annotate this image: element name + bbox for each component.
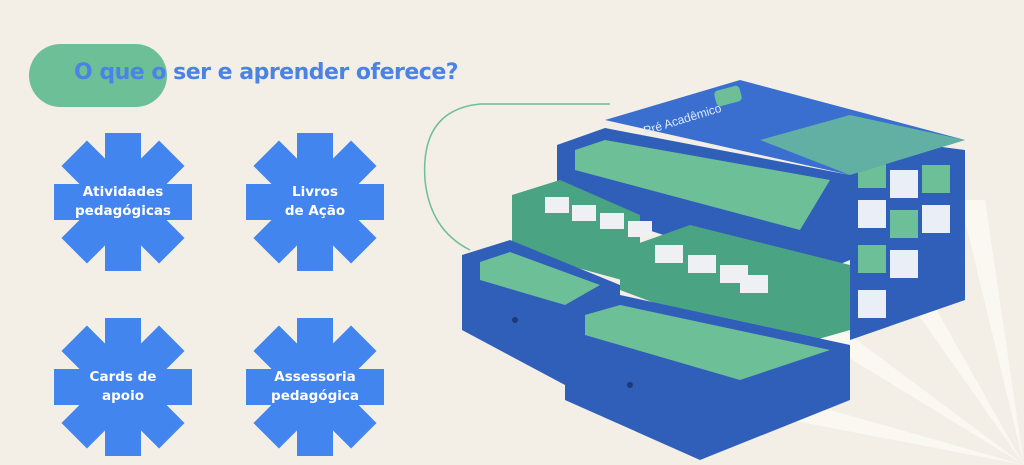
feature-label-line2: de Ação — [284, 203, 346, 219]
title-highlight-pill — [29, 44, 167, 107]
star-shape-icon — [54, 318, 192, 456]
feature-assessoria: Assessoria pedagógica — [246, 318, 384, 456]
feature-label-line1: Assessoria — [274, 369, 356, 385]
feature-atividades: Atividades pedagógicas — [54, 133, 192, 271]
feature-label-line2: pedagógicas — [75, 203, 171, 219]
star-shape-icon — [54, 133, 192, 271]
feature-label-line1: Livros — [291, 184, 338, 200]
feature-cards: Cards de apoio — [54, 318, 192, 456]
feature-livros: Livros de Ação — [246, 133, 384, 271]
star-shape-icon — [246, 133, 384, 271]
connector-arc — [423, 103, 610, 251]
feature-label-line1: Cards de — [89, 369, 157, 385]
feature-label-line2: pedagógica — [271, 388, 359, 404]
feature-label-line1: Atividades — [82, 184, 164, 200]
card-stacks — [545, 197, 768, 293]
feature-label-line2: apoio — [102, 388, 144, 404]
star-shape-icon — [246, 318, 384, 456]
page-title: O que o ser e aprender oferece? — [74, 60, 459, 85]
